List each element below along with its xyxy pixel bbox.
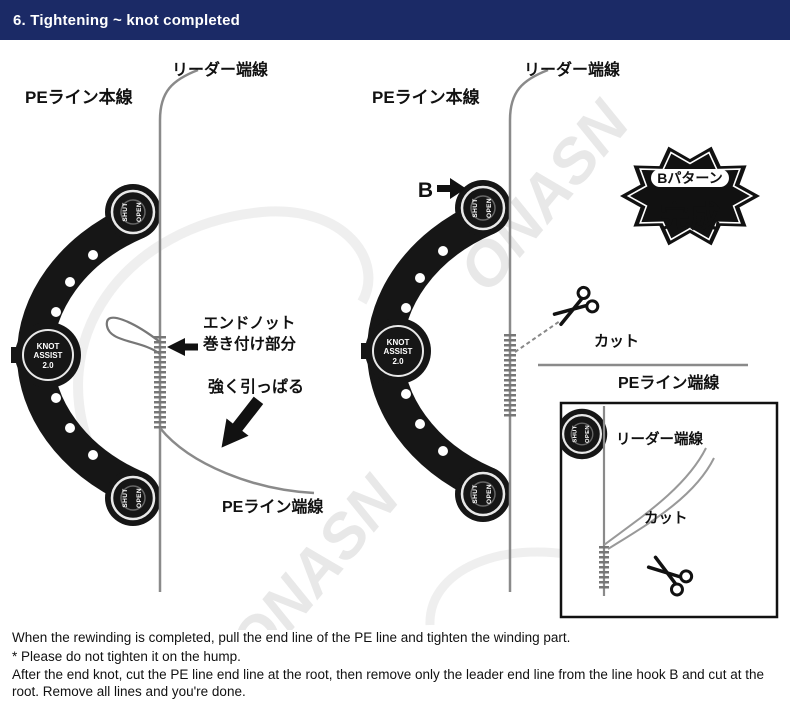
inset-closeup: リーダー端線 カット (559, 401, 779, 619)
label-leader-end-inset: リーダー端線 (616, 430, 703, 448)
badge-pill (651, 169, 729, 187)
inset-leader-end-curve-2 (607, 457, 715, 550)
instruction-line-1: When the rewinding is completed, pull th… (12, 630, 571, 645)
label-cut-inset: カット (644, 510, 688, 527)
label-pe-main-left: PEライン本線 (25, 87, 133, 107)
inset-top-knob (561, 407, 609, 461)
pe-end-line-left (159, 427, 315, 495)
endknot-arrow-stem (184, 343, 198, 351)
end-knot-loop (105, 316, 161, 355)
label-line-hook-b: B (418, 179, 433, 202)
pull-direction-arrow (221, 396, 264, 448)
b-arrow-stem (437, 185, 450, 192)
endknot-arrow-head (167, 338, 185, 356)
label-cut-right: カット (594, 333, 639, 350)
label-pe-end-left: PEライン端線 (222, 497, 323, 516)
cut-root-dashed-line (514, 320, 561, 353)
leader-line-left (158, 68, 199, 592)
section-title: 6. Tightening ~ knot completed (13, 11, 240, 29)
badge-pattern-label: Bパターン (657, 170, 722, 186)
label-endknot-2: 巻き付け部分 (202, 334, 297, 353)
instruction-diagram: SHUT OPEN KNOT ASSIST 2.0 (0, 60, 779, 630)
section-header-bar: 6. Tightening ~ knot completed (0, 0, 790, 40)
label-endknot-1: エンドノット (203, 315, 295, 332)
instruction-text: When the rewinding is completed, pull th… (12, 630, 780, 703)
watermark-swirl (73, 206, 374, 463)
badge-inner-outline (626, 151, 754, 241)
instruction-line-3: After the end knot, cut the PE line end … (12, 667, 764, 700)
completed-badge: Bパターン 完成 (620, 146, 760, 246)
knot-assist-tool-right (361, 180, 511, 522)
watermark-text: ONASN (216, 463, 414, 630)
b-arrow-head (450, 178, 466, 199)
leader-line-right (508, 68, 549, 592)
inset-leader-end-curve-1 (603, 447, 707, 546)
label-pull-strong: 強く引っぱる (208, 377, 304, 396)
label-leader-end-right: リーダー端線 (524, 60, 620, 79)
badge-completed-label: 完成 (660, 200, 720, 234)
scissors-icon-right (548, 283, 602, 333)
instruction-line-2: * Please do not tighten it on the hump. (12, 648, 241, 664)
label-pe-end-right: PEライン端線 (618, 373, 719, 392)
label-pe-main-right: PEライン本線 (372, 87, 480, 107)
label-leader-end-left: リーダー端線 (172, 60, 268, 79)
